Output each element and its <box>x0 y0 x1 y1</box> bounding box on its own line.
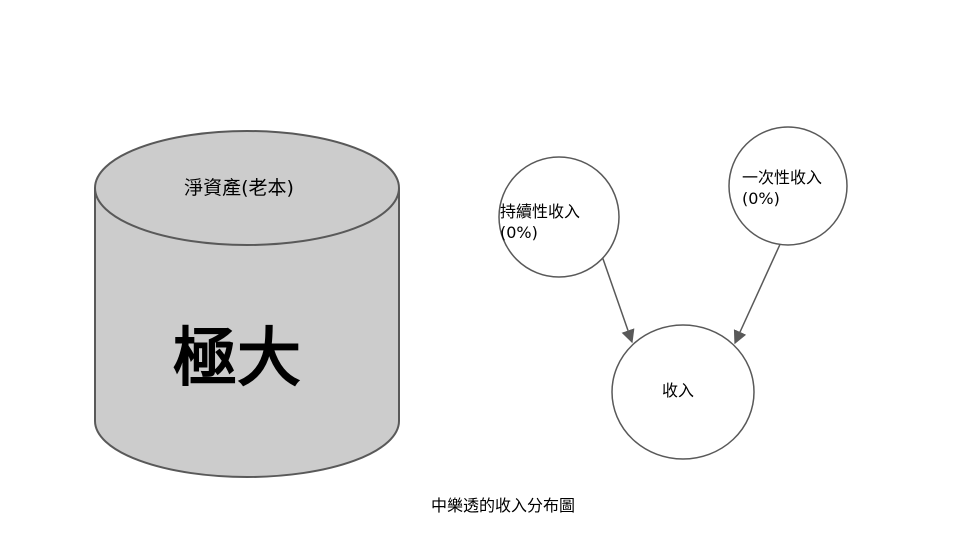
node-recurring-income-percent: (0%) <box>500 223 538 242</box>
node-recurring-income: 持續性收入 (0%) <box>498 156 620 278</box>
node-one-time-income-label: 一次性收入 <box>742 168 822 187</box>
node-income-circle <box>611 324 755 460</box>
node-income-label: 收入 <box>662 381 694 400</box>
node-recurring-income-label: 持續性收入 <box>500 202 580 221</box>
node-income: 收入 <box>611 324 755 460</box>
node-one-time-income-circle <box>728 126 848 246</box>
cylinder-title: 淨資產(老本) <box>184 177 294 199</box>
edge-one-time-to-income <box>733 239 783 345</box>
node-one-time-income-percent: (0%) <box>742 189 780 208</box>
node-recurring-income-circle <box>498 156 620 278</box>
edge-recurring-to-income <box>601 255 635 344</box>
node-one-time-income: 一次性收入 (0%) <box>728 126 848 246</box>
cylinder-top <box>94 130 400 246</box>
cylinder-value: 極大 <box>173 322 301 396</box>
net-assets-cylinder: 淨資產(老本) 極大 <box>94 130 400 478</box>
diagram-caption: 中樂透的收入分布圖 <box>431 496 575 515</box>
